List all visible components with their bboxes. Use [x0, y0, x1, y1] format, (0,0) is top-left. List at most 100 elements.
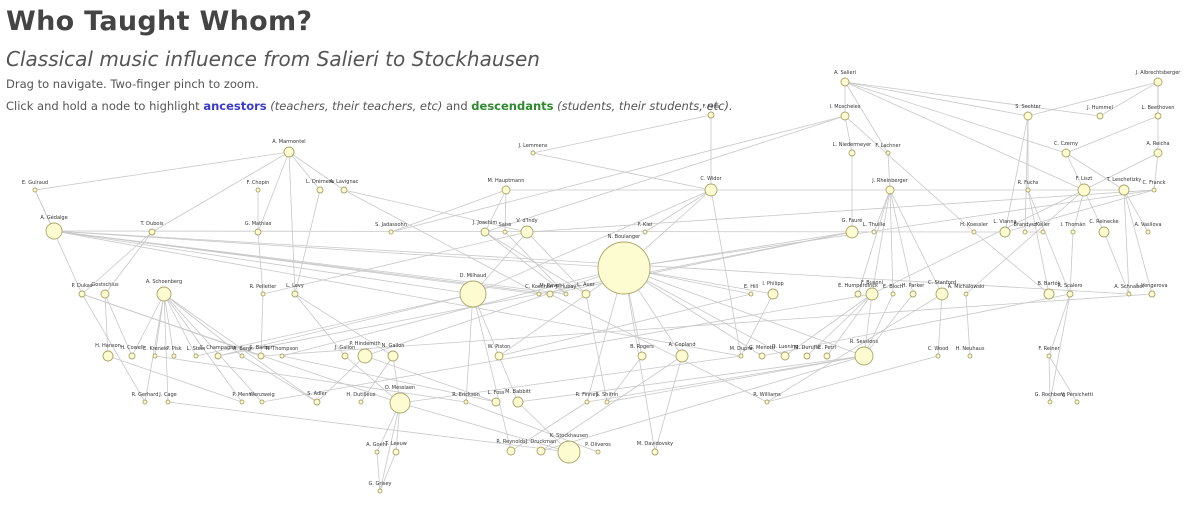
node-circle[interactable] — [259, 399, 265, 405]
node-circle[interactable] — [257, 352, 265, 360]
node-circle[interactable] — [557, 440, 581, 464]
node-stockhausen[interactable]: K. Stockhausen — [550, 433, 589, 464]
node-circle[interactable] — [392, 448, 400, 456]
node-menn[interactable]: P. Menn — [232, 392, 252, 405]
node-hanson[interactable]: H. Hanson — [95, 343, 121, 362]
node-levy[interactable]: L. Levy — [286, 283, 304, 298]
node-circle[interactable] — [675, 349, 689, 363]
node-copland[interactable]: A. Copland — [668, 342, 696, 363]
node-circle[interactable] — [1047, 399, 1053, 405]
node-circle[interactable] — [1070, 229, 1076, 235]
node-circle[interactable] — [1061, 148, 1071, 158]
node-circle[interactable] — [254, 228, 262, 236]
node-circle[interactable] — [1153, 77, 1163, 87]
node-circle[interactable] — [291, 290, 299, 298]
node-circle[interactable] — [840, 77, 850, 87]
node-dubois[interactable]: T. Dubois — [140, 221, 164, 236]
node-salieri[interactable]: A. Salieri — [834, 70, 856, 87]
node-fetis[interactable]: F. Fétis — [703, 103, 720, 119]
node-circle[interactable] — [581, 289, 591, 299]
node-pelletier[interactable]: R. Pelletier — [250, 284, 278, 297]
node-dupre[interactable]: M. Dupré — [730, 345, 753, 359]
node-reicha[interactable]: A. Reicha — [1146, 141, 1170, 158]
node-circle[interactable] — [341, 352, 349, 360]
node-wenzweig[interactable]: Wenzweig — [249, 392, 275, 405]
node-sessions[interactable]: R. Sessions — [850, 339, 879, 366]
node-leeuw[interactable]: T. Leeuw — [384, 441, 407, 456]
node-circle[interactable] — [520, 225, 534, 239]
node-circle[interactable] — [1077, 183, 1091, 197]
node-circle[interactable] — [854, 290, 862, 298]
node-circle[interactable] — [651, 448, 659, 456]
node-schnabel[interactable]: A. Schnabel — [1114, 284, 1144, 297]
node-circle[interactable] — [156, 286, 172, 302]
node-circle[interactable] — [459, 280, 487, 308]
node-scalero[interactable]: R. Scalero — [1058, 283, 1083, 298]
node-circle[interactable] — [260, 291, 266, 297]
node-goehr[interactable]: A. Goehr — [366, 442, 389, 455]
node-rheinberger[interactable]: J. Rheinberger — [871, 178, 909, 195]
node-fuchs[interactable]: R. Fuchs — [1018, 180, 1039, 193]
node-circle[interactable] — [758, 352, 766, 360]
node-circle[interactable] — [1043, 288, 1055, 300]
node-erickson[interactable]: R. Erickson — [452, 392, 480, 405]
node-czerny[interactable]: C. Czerny — [1054, 141, 1078, 158]
node-circle[interactable] — [501, 185, 511, 195]
node-circle[interactable] — [999, 226, 1011, 238]
node-schoenberg[interactable]: A. Schoenberg — [146, 279, 182, 302]
node-circle[interactable] — [494, 351, 504, 361]
node-circle[interactable] — [530, 150, 536, 156]
node-circle[interactable] — [642, 229, 648, 235]
node-busoni[interactable]: F. Busoni — [861, 280, 883, 301]
node-circle[interactable] — [32, 187, 38, 193]
node-hummel[interactable]: J. Hummel — [1086, 105, 1113, 120]
node-rochberg[interactable]: G. Rochberg — [1035, 392, 1066, 405]
node-circle[interactable] — [102, 350, 114, 362]
node-gerhard[interactable]: R. Gerhard — [132, 392, 159, 405]
node-circle[interactable] — [171, 353, 177, 359]
node-brandysz[interactable]: Brandysz — [1013, 222, 1037, 235]
node-circle[interactable] — [823, 352, 831, 360]
node-circle[interactable] — [748, 291, 754, 297]
node-circle[interactable] — [193, 353, 199, 359]
node-hauptmann[interactable]: M. Hauptmann — [488, 178, 525, 195]
node-leschetizky[interactable]: T. Leschetizky — [1106, 177, 1142, 196]
node-circle[interactable] — [502, 229, 508, 235]
node-persichetti[interactable]: V. Persichetti — [1061, 392, 1093, 405]
node-circle[interactable] — [1025, 187, 1031, 193]
node-circle[interactable] — [584, 399, 590, 405]
node-circle[interactable] — [506, 446, 516, 456]
node-circle[interactable] — [767, 288, 779, 300]
node-petri[interactable]: E. Petri — [818, 345, 836, 360]
node-koechlin[interactable]: C. Koechlin — [525, 284, 553, 297]
node-piston[interactable]: W. Piston — [488, 344, 511, 361]
node-circle[interactable] — [971, 229, 977, 235]
node-circle[interactable] — [935, 287, 949, 301]
node-circle[interactable] — [604, 399, 610, 405]
node-circle[interactable] — [637, 351, 647, 361]
node-circle[interactable] — [377, 488, 383, 494]
node-circle[interactable] — [890, 291, 896, 297]
node-michalowski[interactable]: A. Michalowski — [948, 284, 985, 297]
node-circle[interactable] — [764, 399, 770, 405]
node-bloch[interactable]: E. Bloch — [883, 284, 903, 297]
node-circle[interactable] — [128, 352, 136, 360]
node-humperdinck[interactable]: E. Humperdinck — [838, 283, 878, 298]
node-circle[interactable] — [100, 289, 110, 299]
node-dutilleux[interactable]: H. Dutilleux — [346, 392, 376, 405]
node-circle[interactable] — [491, 397, 501, 407]
node-druckman[interactable]: J. Druckman — [525, 439, 556, 456]
node-circle[interactable] — [239, 399, 245, 405]
node-durufle[interactable]: M. Duruflé — [794, 344, 820, 360]
node-krenek[interactable]: E. Krenek — [143, 346, 167, 359]
node-boulanger[interactable]: N. Boulanger — [597, 234, 651, 295]
node-circle[interactable] — [885, 150, 891, 156]
node-circle[interactable] — [1066, 290, 1074, 298]
node-messiaen[interactable]: O. Messiaen — [385, 385, 415, 414]
node-vengerova[interactable]: I. Vengerova — [1136, 283, 1168, 298]
node-ravel[interactable]: M. Ravel — [539, 283, 561, 298]
node-barber[interactable]: S. Barber — [249, 345, 274, 360]
node-shifrin[interactable]: S. Shifrin — [596, 392, 618, 405]
node-circle[interactable] — [1046, 353, 1052, 359]
node-rogers[interactable]: B. Rogers — [630, 344, 654, 361]
